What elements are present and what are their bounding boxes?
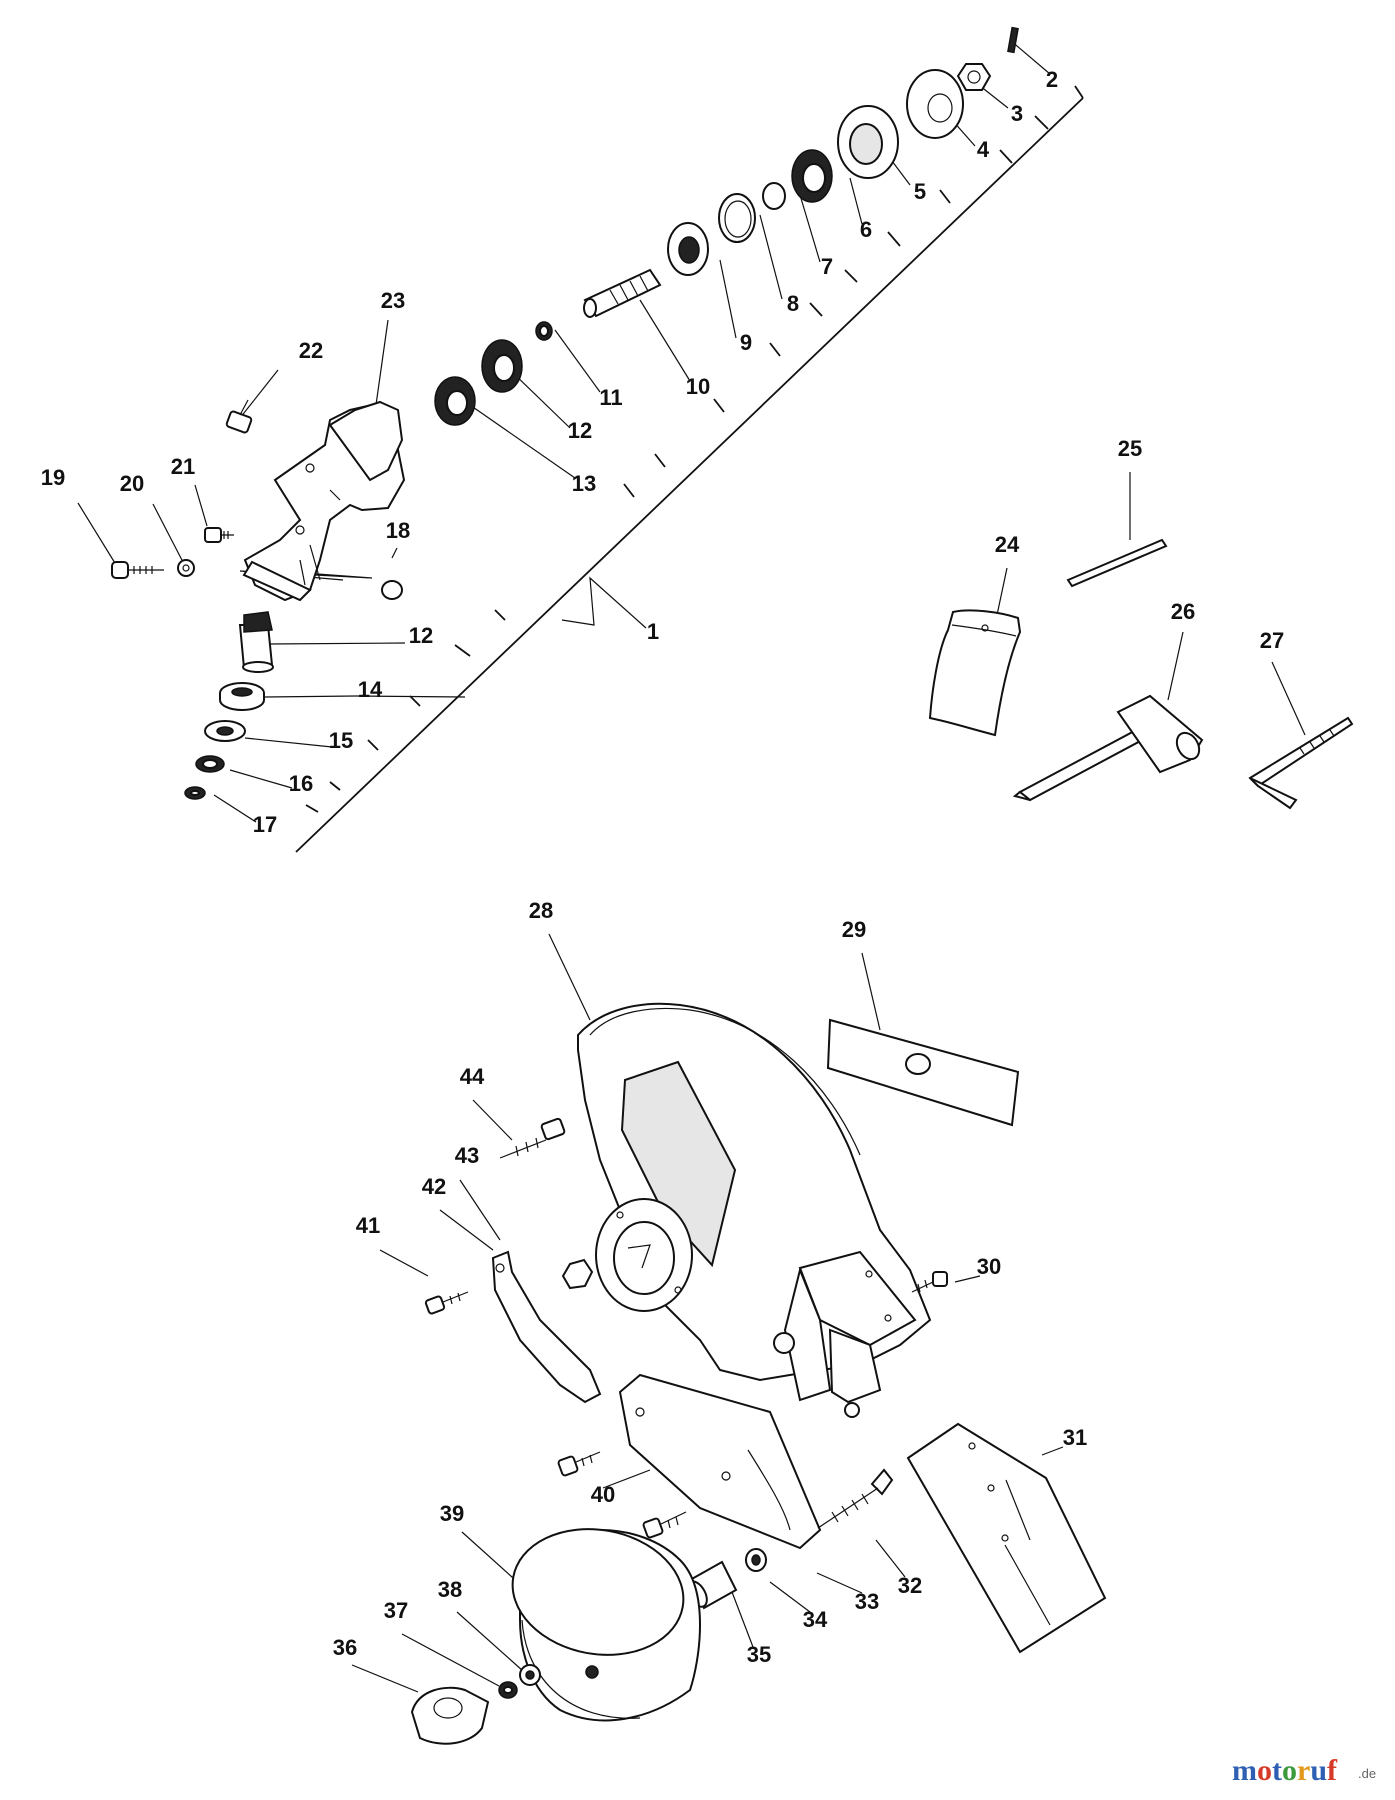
callout-label-24: 24 — [995, 532, 1020, 557]
part-20-washer — [177, 559, 195, 577]
callout-label-15: 15 — [329, 728, 353, 753]
part-18-washer — [381, 580, 403, 600]
callout-label-42: 42 — [422, 1174, 446, 1199]
callout-label-1: 1 — [647, 619, 659, 644]
callout-label-6: 6 — [860, 217, 872, 242]
part-32-long-bolt — [817, 1468, 894, 1529]
watermark-letter: r — [1297, 1754, 1310, 1787]
part-40-bolts — [557, 1451, 687, 1539]
callout-label-12: 12 — [409, 623, 433, 648]
part-23-gear-case — [242, 400, 406, 602]
callout-label-36: 36 — [333, 1635, 357, 1660]
callout-label-38: 38 — [438, 1577, 462, 1602]
group-leader-line — [295, 97, 1084, 853]
part-12-gear-lower — [238, 611, 274, 673]
callout-label-9: 9 — [740, 330, 752, 355]
callout-label-13: 13 — [572, 471, 596, 496]
part-7-spacer — [762, 182, 786, 210]
callout-label-19: 19 — [41, 465, 65, 490]
part-36-knob — [410, 1686, 490, 1745]
part-43-nut — [561, 1258, 594, 1290]
part-2-pin — [1007, 26, 1019, 54]
part-24-tool-bag — [928, 609, 1022, 737]
part-12-gear-upper — [481, 339, 523, 393]
watermark-letter: o — [1282, 1754, 1297, 1787]
callout-label-39: 39 — [440, 1501, 464, 1526]
callout-label-35: 35 — [747, 1642, 771, 1667]
callout-label-41: 41 — [356, 1213, 380, 1238]
callout-label-37: 37 — [384, 1598, 408, 1623]
tools-group — [928, 472, 1354, 810]
gearbox-assembly — [77, 26, 1084, 853]
watermark-letter: t — [1272, 1754, 1282, 1787]
callout-label-11: 11 — [599, 385, 622, 410]
callout-label-25: 25 — [1118, 436, 1142, 461]
callout-label-30: 30 — [977, 1254, 1001, 1279]
part-42-support-arm — [491, 1250, 602, 1404]
svg-text:motoruf: motoruf — [1232, 1754, 1338, 1787]
callout-label-27: 27 — [1260, 628, 1284, 653]
guard-leaders — [351, 933, 1064, 1693]
callout-label-34: 34 — [803, 1607, 828, 1632]
part-4-washer — [906, 69, 964, 139]
watermark: motoruf .de — [1232, 1754, 1376, 1787]
callout-label-28: 28 — [529, 898, 553, 923]
callout-label-17: 17 — [253, 812, 277, 837]
callout-label-29: 29 — [842, 917, 866, 942]
callout-label-43: 43 — [455, 1143, 479, 1168]
part-14-bearing — [219, 682, 265, 711]
callout-label-32: 32 — [898, 1573, 922, 1598]
callout-label-8: 8 — [787, 291, 799, 316]
callout-label-40: 40 — [591, 1482, 615, 1507]
callout-label-4: 4 — [977, 137, 990, 162]
leader-lines-lower — [305, 609, 506, 813]
part-30-screw — [911, 1271, 948, 1293]
watermark-letter: u — [1310, 1754, 1327, 1787]
callout-label-18: 18 — [386, 518, 410, 543]
callout-label-22: 22 — [299, 338, 323, 363]
callout-label-16: 16 — [289, 771, 313, 796]
callout-label-3: 3 — [1011, 101, 1023, 126]
watermark-suffix: .de — [1358, 1766, 1376, 1781]
callout-label-14: 14 — [358, 677, 383, 702]
part-26-plug-wrench — [1012, 694, 1204, 802]
callout-label-12: 12 — [568, 418, 592, 443]
leader-lines-upper — [623, 85, 1084, 498]
part-28-guard — [577, 1002, 932, 1418]
callout-label-7: 7 — [821, 254, 833, 279]
callout-label-26: 26 — [1171, 599, 1195, 624]
callout-label-20: 20 — [120, 471, 144, 496]
callout-label-31: 31 — [1063, 1425, 1087, 1450]
part-31-deflector — [906, 1422, 1107, 1654]
part-3-nut — [956, 63, 992, 91]
part-27-hex-key — [1248, 716, 1354, 810]
part-44-bolt — [499, 1117, 566, 1159]
callout-label-33: 33 — [855, 1589, 879, 1614]
callout-label-23: 23 — [381, 288, 405, 313]
part-29-blade — [826, 1018, 1020, 1127]
callout-label-44: 44 — [460, 1064, 485, 1089]
part-41-screw — [424, 1291, 469, 1315]
callout-label-10: 10 — [686, 374, 710, 399]
part-22-plug-bolt — [225, 399, 253, 434]
callout-label-2: 2 — [1046, 67, 1058, 92]
part-25-rod — [1066, 538, 1168, 588]
part-10-shaft — [583, 268, 662, 318]
part-21-screw — [204, 527, 234, 543]
part-19-bolt — [111, 561, 164, 579]
watermark-letter: o — [1257, 1754, 1272, 1787]
part-39-wheel — [511, 1528, 701, 1722]
callout-label-21: 21 — [171, 454, 195, 479]
watermark-letter: f — [1327, 1754, 1338, 1787]
callout-label-5: 5 — [914, 179, 926, 204]
watermark-letter: m — [1232, 1754, 1257, 1787]
part-33-plate — [618, 1373, 822, 1550]
guard-assembly — [351, 933, 1107, 1745]
